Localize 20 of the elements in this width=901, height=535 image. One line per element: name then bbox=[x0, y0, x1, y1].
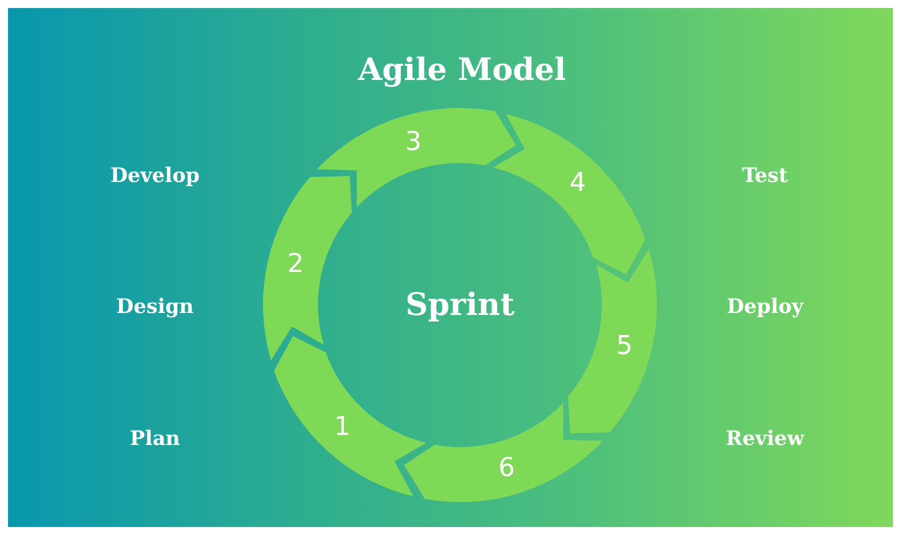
arrow-segment bbox=[263, 176, 352, 361]
arrow-segment bbox=[568, 249, 657, 434]
arrow-segment bbox=[493, 114, 646, 274]
phase-label: Review bbox=[726, 426, 804, 450]
phase-label: Plan bbox=[130, 426, 180, 450]
phase-label: Design bbox=[116, 294, 194, 318]
center-label: Sprint bbox=[405, 287, 515, 323]
arrow-segment bbox=[404, 402, 603, 502]
step-number: 4 bbox=[569, 168, 586, 198]
phase-label: Test bbox=[742, 163, 788, 187]
step-number: 1 bbox=[334, 412, 350, 442]
arrow-segment bbox=[317, 108, 516, 208]
arrow-segment bbox=[274, 336, 427, 496]
step-number: 3 bbox=[405, 127, 422, 158]
step-number: 6 bbox=[498, 452, 515, 483]
phase-label: Develop bbox=[110, 163, 200, 187]
title: Agile Model bbox=[358, 52, 566, 88]
step-number: 2 bbox=[287, 248, 304, 279]
step-number: 5 bbox=[616, 331, 633, 361]
phase-label: Deploy bbox=[726, 294, 804, 318]
